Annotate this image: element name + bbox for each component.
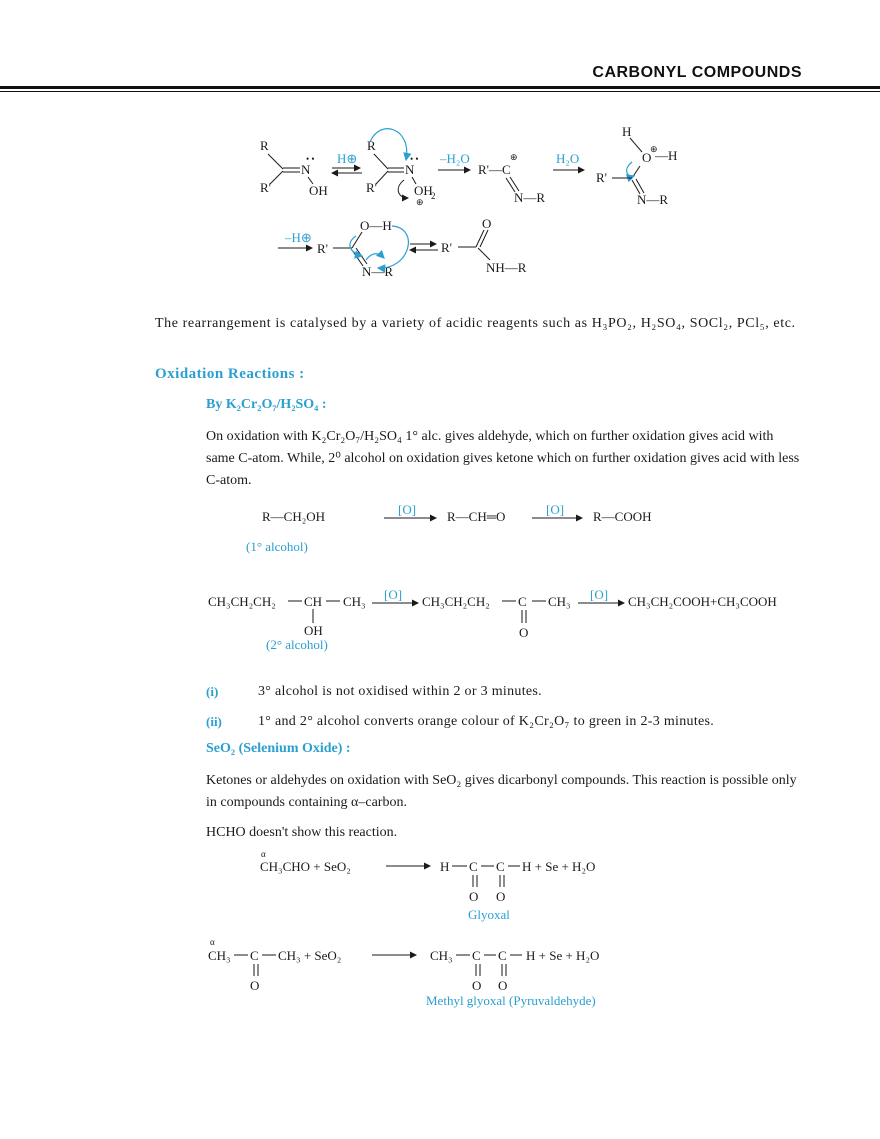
beckmann-mechanism-diagram: R R' N • • OH H⊕ R R' N • • OH 2 ⊕ –H₂O … <box>260 124 677 279</box>
glyoxal-equation: α CH₃CHO + SeO₂ H C C H + Se + H₂O O O G… <box>260 849 595 922</box>
seo2-paragraph: Ketones or aldehydes on oxidation with S… <box>206 773 797 810</box>
seo2-eq1-product-right: H + Se + H₂O <box>522 859 595 874</box>
secondary-alcohol-oxidation-equation: CH₃CH₂CH₂ CH CH₃ OH [O] CH₃CH₂CH₂ C CH₃ … <box>208 587 777 652</box>
svg-text:R': R' <box>596 170 607 185</box>
minus-h2o-label: –H₂O <box>439 151 470 166</box>
svg-text:R: R <box>367 138 376 153</box>
eq1-product: R—COOH <box>593 509 652 524</box>
note-i-marker: (i) <box>206 684 219 699</box>
eq2-ketone-sub: O <box>519 625 528 640</box>
minus-h-plus-label: –H⊕ <box>284 230 312 245</box>
page-header-title: CARBONYL COMPOUNDS <box>592 64 802 81</box>
svg-text:R'—C: R'—C <box>478 162 511 177</box>
header-rule-thick <box>0 86 880 89</box>
seo2-heading: SeO₂ (Selenium Oxide) : <box>206 741 351 756</box>
hcho-note: HCHO doesn't show this reaction. <box>206 825 398 840</box>
svg-text:N: N <box>405 162 415 177</box>
seo2-eq2-alpha: α <box>210 937 215 947</box>
seo2-eq1-o2: O <box>496 889 505 904</box>
eq2-ketone-left: CH₃CH₂CH₂ <box>422 594 490 609</box>
methyl-glyoxal-label: Methyl glyoxal (Pyruvaldehyde) <box>426 993 596 1008</box>
eq2-ketone-center: C <box>518 594 527 609</box>
svg-text:NH—R: NH—R <box>486 260 527 275</box>
eq2-reactant-sub: OH <box>304 623 323 638</box>
svg-text:N—R: N—R <box>514 190 545 205</box>
k2cr2o7-paragraph: On oxidation with K₂Cr₂O₇/H₂SO₄ 1° alc. … <box>206 429 800 488</box>
seo2-eq2-c2: C <box>498 948 507 963</box>
seo2-eq2-reactant-sub: O <box>250 978 259 993</box>
svg-text:⊕: ⊕ <box>650 144 658 154</box>
note-i-text: 3° alcohol is not oxidised within 2 or 3… <box>258 684 542 699</box>
seo2-eq1-product-left: H <box>440 859 449 874</box>
seo2-eq1-o1: O <box>469 889 478 904</box>
eq1-label: (1° alcohol) <box>246 539 308 554</box>
seo2-eq1-c2: C <box>496 859 505 874</box>
svg-text:N—R: N—R <box>362 264 393 279</box>
primary-alcohol-oxidation-equation: R—CH₂OH [O] R—CH═O [O] R—COOH (1° alcoho… <box>246 502 652 554</box>
intro-paragraph: The rearrangement is catalysed by a vari… <box>155 316 796 331</box>
svg-text:N—R: N—R <box>637 192 668 207</box>
glyoxal-label: Glyoxal <box>468 907 510 922</box>
k2cr2o7-heading: By K₂Cr₂O₇/H₂SO₄ : <box>206 397 327 412</box>
svg-text:• •: • • <box>306 154 315 164</box>
svg-text:O: O <box>482 216 491 231</box>
svg-text:N: N <box>301 162 311 177</box>
oxidation-heading: Oxidation Reactions : <box>155 366 305 382</box>
eq1-arrow1-label: [O] <box>398 502 416 517</box>
eq2-arrow2-label: [O] <box>590 587 608 602</box>
seo2-eq2-reactant-left: CH₃ <box>208 948 231 963</box>
svg-text:R': R' <box>317 241 328 256</box>
header-rule-thin <box>0 91 880 92</box>
eq2-arrow1-label: [O] <box>384 587 402 602</box>
svg-text:H: H <box>622 124 631 139</box>
svg-text:R: R <box>260 138 269 153</box>
svg-text:⊕: ⊕ <box>510 152 518 162</box>
eq1-reactant: R—CH₂OH <box>262 509 325 524</box>
eq2-product: CH₃CH₂COOH+CH₃COOH <box>628 594 777 609</box>
svg-text:—H: —H <box>654 148 677 163</box>
svg-text:O: O <box>642 150 651 165</box>
eq2-reactant-center: CH <box>304 594 322 609</box>
seo2-eq2-reactant-center: C <box>250 948 259 963</box>
eq2-reactant-right: CH₃ <box>343 594 366 609</box>
h-plus-label: H⊕ <box>337 151 357 166</box>
seo2-eq2-c1: C <box>472 948 481 963</box>
svg-text:• •: • • <box>410 154 419 164</box>
eq1-intermediate: R—CH═O <box>447 509 505 524</box>
seo2-eq1-c1: C <box>469 859 478 874</box>
seo2-eq1-alpha: α <box>261 849 266 859</box>
svg-text:R': R' <box>441 240 452 255</box>
svg-text:R': R' <box>366 180 377 195</box>
seo2-eq1-reactants: CH₃CHO + SeO₂ <box>260 859 351 874</box>
h2o-label: H₂O <box>556 151 579 166</box>
seo2-eq2-product-right: H + Se + H₂O <box>526 948 599 963</box>
svg-text:2: 2 <box>431 191 436 201</box>
seo2-eq2-product-left: CH₃ <box>430 948 453 963</box>
note-ii-marker: (ii) <box>206 714 222 729</box>
seo2-eq2-o1: O <box>472 978 481 993</box>
eq2-ketone-right: CH₃ <box>548 594 571 609</box>
eq2-label: (2° alcohol) <box>266 637 328 652</box>
methyl-glyoxal-equation: α CH₃ C CH₃ + SeO₂ O CH₃ C C H + Se + H₂… <box>208 937 599 1008</box>
eq1-arrow2-label: [O] <box>546 502 564 517</box>
svg-text:R': R' <box>260 180 271 195</box>
eq2-reactant-left: CH₃CH₂CH₂ <box>208 594 276 609</box>
seo2-eq2-o2: O <box>498 978 507 993</box>
svg-text:OH: OH <box>414 183 433 198</box>
seo2-eq2-reactant-right: CH₃ + SeO₂ <box>278 948 341 963</box>
svg-text:O—H: O—H <box>360 218 392 233</box>
note-ii-text: 1° and 2° alcohol converts orange colour… <box>258 714 715 729</box>
svg-text:⊕: ⊕ <box>416 197 424 207</box>
svg-text:OH: OH <box>309 183 328 198</box>
